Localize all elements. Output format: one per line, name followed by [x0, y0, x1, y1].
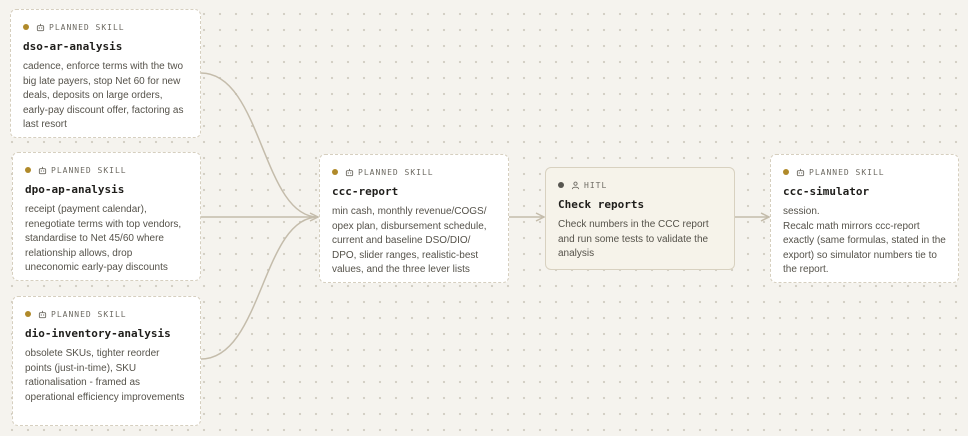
- node-dpo-ap-analysis[interactable]: PLANNED SKILL dpo-ap-analysis receipt (p…: [12, 152, 201, 281]
- node-tag: PLANNED SKILL: [783, 166, 946, 178]
- node-dso-ar-analysis[interactable]: PLANNED SKILL dso-ar-analysis cadence, e…: [10, 9, 201, 138]
- node-description-line: session.: [783, 206, 820, 217]
- node-tag-label: PLANNED SKILL: [51, 309, 127, 319]
- status-dot: [332, 169, 338, 175]
- node-title: dio-inventory-analysis: [25, 327, 171, 340]
- node-title: Check reports: [558, 198, 645, 211]
- node-tag-label: PLANNED SKILL: [51, 165, 127, 175]
- robot-icon: [345, 168, 354, 177]
- status-dot: [23, 24, 29, 30]
- status-dot: [783, 169, 789, 175]
- connector-dso-to-ccc-report: [200, 72, 319, 218]
- node-tag: PLANNED SKILL: [25, 164, 188, 176]
- node-title: dso-ar-analysis: [23, 40, 123, 53]
- node-description: Check numbers in the CCC report and run …: [558, 219, 709, 259]
- node-tag: PLANNED SKILL: [25, 308, 188, 320]
- robot-icon: [36, 23, 45, 32]
- status-dot: [25, 167, 31, 173]
- node-description: obsolete SKUs, tighter reorder points (j…: [25, 348, 185, 403]
- node-title: ccc-simulator: [783, 185, 870, 198]
- person-icon: [571, 181, 580, 190]
- node-description-line: Recalc math mirrors ccc-report exactly (…: [783, 220, 946, 276]
- connector-dio-to-ccc-report: [200, 216, 319, 360]
- connector-arrowhead-ccc-simulator: [760, 212, 771, 222]
- node-dio-inventory-analysis[interactable]: PLANNED SKILL dio-inventory-analysis obs…: [12, 296, 201, 426]
- node-description: session. Recalc math mirrors ccc-report …: [783, 205, 946, 278]
- robot-icon: [796, 168, 805, 177]
- status-dot: [558, 182, 564, 188]
- status-dot: [25, 311, 31, 317]
- node-tag: HITL: [558, 179, 722, 191]
- node-tag: PLANNED SKILL: [23, 21, 188, 33]
- robot-icon: [38, 310, 47, 319]
- node-tag-label: PLANNED SKILL: [809, 167, 885, 177]
- node-ccc-simulator[interactable]: PLANNED SKILL ccc-simulator session. Rec…: [770, 154, 959, 283]
- node-tag: PLANNED SKILL: [332, 166, 496, 178]
- node-description: min cash, monthly revenue/COGS/ opex pla…: [332, 206, 487, 275]
- node-tag-label: HITL: [584, 180, 608, 190]
- robot-icon: [38, 166, 47, 175]
- node-tag-label: PLANNED SKILL: [49, 22, 125, 32]
- connector-arrowhead-hitl: [535, 212, 546, 222]
- node-title: ccc-report: [332, 185, 399, 198]
- node-tag-label: PLANNED SKILL: [358, 167, 434, 177]
- node-ccc-report[interactable]: PLANNED SKILL ccc-report min cash, month…: [319, 154, 509, 283]
- node-title: dpo-ap-analysis: [25, 183, 125, 196]
- node-description: receipt (payment calendar), renegotiate …: [25, 204, 182, 273]
- node-hitl-check-reports[interactable]: HITL Check reports Check numbers in the …: [545, 167, 735, 270]
- node-description: cadence, enforce terms with the two big …: [23, 61, 184, 130]
- connector-arrowhead-ccc-report: [309, 212, 320, 222]
